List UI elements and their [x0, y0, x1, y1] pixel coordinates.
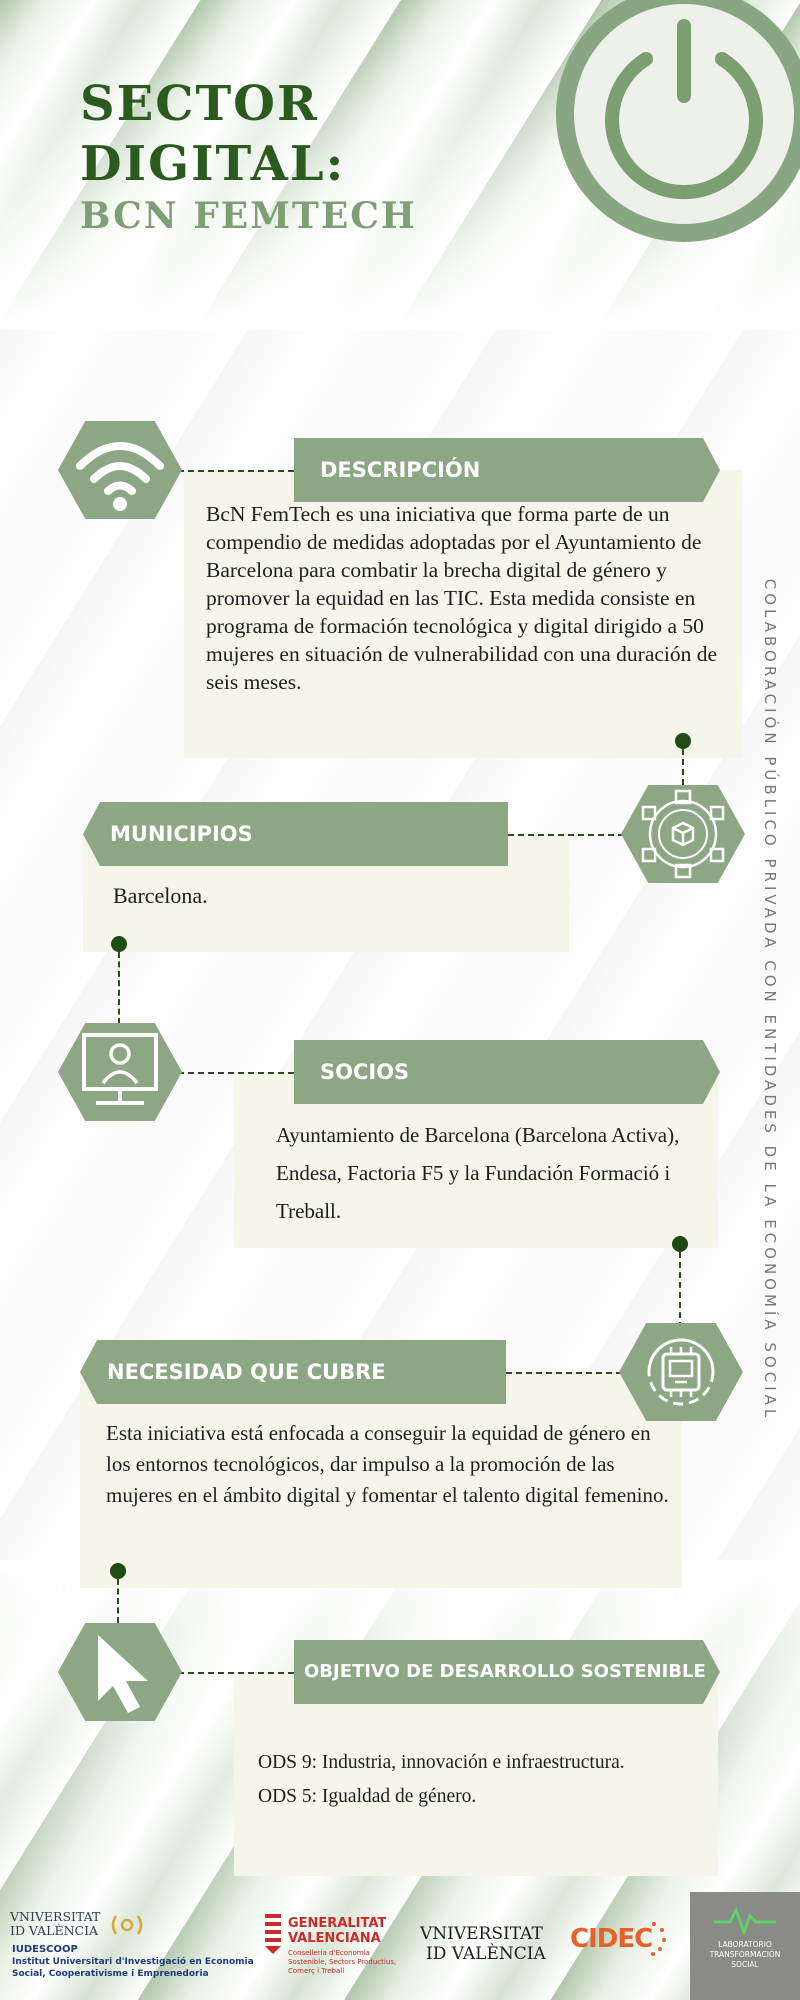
connector-dot — [672, 1236, 688, 1252]
necesidad-label: NECESIDAD QUE CUBRE — [107, 1360, 386, 1384]
heartbeat-icon — [714, 1906, 776, 1934]
gva-desc-2: Sostenible, Sectors Productius, — [288, 1958, 397, 1966]
cidec-stars-icon — [651, 1922, 666, 1956]
descripcion-label: DESCRIPCIÓN — [320, 458, 481, 482]
connector-line — [506, 1372, 622, 1374]
gva-desc-1: Conselleria d'Economia — [288, 1949, 370, 1957]
connector-line — [178, 1072, 294, 1074]
socios-box: Ayuntamiento de Barcelona (Barcelona Act… — [234, 1072, 718, 1248]
connector-dot — [111, 936, 127, 952]
chip-hex — [619, 1323, 743, 1421]
ods-item-1: ODS 9: Industria, innovación e infraestr… — [258, 1752, 625, 1773]
footer-logos: VNIVERSITAT ID VALÈNCIA IUDESCOOP Instit… — [0, 1892, 800, 2000]
descripcion-box: BcN FemTech es una iniciativa que forma … — [184, 470, 742, 758]
connector-line — [178, 470, 294, 472]
connector-line — [117, 1579, 119, 1623]
uv-center-name-1: VNIVERSITAT — [420, 1924, 543, 1944]
power-badge — [556, 0, 800, 242]
lab-line-3: SOCIAL — [731, 1960, 759, 1969]
uv-center-name-2: ID VALÈNCIA — [426, 1944, 546, 1964]
power-icon — [605, 19, 763, 200]
necesidad-text: Esta iniciativa está enfocada a consegui… — [106, 1421, 669, 1507]
lab-line-2: TRANSFORMACIÓN — [709, 1950, 781, 1959]
lab-line-1: LABORATORIO — [718, 1940, 772, 1949]
descripcion-ribbon: DESCRIPCIÓN — [294, 438, 720, 502]
wifi-hex — [58, 421, 182, 519]
wifi-icon — [76, 442, 164, 511]
iudescoop-emblem-icon — [111, 1915, 143, 1935]
connector-line — [178, 1672, 294, 1674]
connector-line — [508, 834, 624, 836]
gva-name-1: GENERALITAT — [288, 1916, 387, 1931]
uv-left-name: VNIVERSITAT ID VALÈNCIA — [10, 1909, 101, 1938]
ods-ribbon: OBJETIVO DE DESARROLLO SOSTENIBLE — [294, 1640, 720, 1704]
title-line-1: SECTOR — [80, 76, 319, 132]
gva-desc-3: Comerç i Treball — [288, 1967, 345, 1975]
title-line-2: DIGITAL: — [80, 136, 346, 192]
municipios-label: MUNICIPIOS — [110, 822, 253, 846]
network-hex — [621, 785, 745, 883]
iudescoop-title: IUDESCOOP — [12, 1944, 78, 1955]
municipios-text: Barcelona. — [113, 883, 208, 908]
iudescoop-desc-2: Social, Cooperativisme i Emprenedoria — [12, 1969, 209, 1979]
gva-shield-icon — [265, 1914, 281, 1954]
municipios-ribbon: MUNICIPIOS — [83, 802, 508, 866]
necesidad-box: Esta iniciativa está enfocada a consegui… — [80, 1372, 682, 1588]
descripcion-text: BcN FemTech es una iniciativa que forma … — [206, 502, 718, 694]
necesidad-ribbon: NECESIDAD QUE CUBRE — [80, 1340, 506, 1404]
network-cube-icon — [641, 789, 725, 879]
cidec-name: CIDEC — [570, 1924, 653, 1954]
ods-item-2: ODS 5: Igualdad de género. — [258, 1786, 477, 1807]
lab-logo: LABORATORIO TRANSFORMACIÓN SOCIAL — [690, 1892, 800, 2000]
connector-line — [679, 1252, 681, 1328]
socios-label: SOCIOS — [320, 1060, 410, 1084]
monitor-hex — [58, 1023, 182, 1121]
gva-name-2: VALENCIANA — [288, 1931, 381, 1946]
ods-box: ODS 9: Industria, innovación e infraestr… — [234, 1672, 718, 1876]
ods-label: OBJETIVO DE DESARROLLO SOSTENIBLE — [304, 1661, 706, 1682]
connector-line — [118, 952, 120, 1024]
chip-screen-icon — [647, 1338, 715, 1406]
cursor-hex — [58, 1623, 182, 1721]
cursor-arrow-icon — [98, 1635, 148, 1713]
connector-dot — [675, 733, 691, 749]
socios-ribbon: SOCIOS — [294, 1040, 720, 1104]
monitor-user-icon — [82, 1033, 158, 1105]
socios-text: Ayuntamiento de Barcelona (Barcelona Act… — [276, 1123, 680, 1223]
subtitle: BCN FEMTECH — [80, 195, 417, 237]
connector-line — [682, 749, 684, 785]
connector-dot — [110, 1563, 126, 1579]
iudescoop-desc-1: Institut Universitari d'Investigació en … — [12, 1957, 254, 1967]
side-caption: COLABORACIÓN PÚBLICO PRIVADA CON ENTIDAD… — [761, 578, 779, 1422]
